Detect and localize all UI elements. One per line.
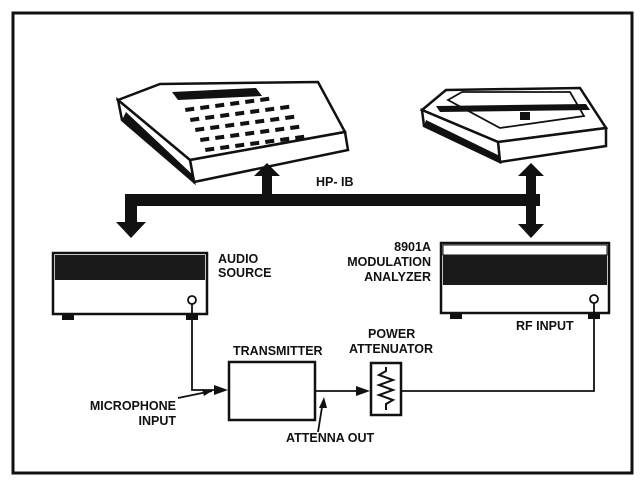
power-attenuator-label-line1: POWER bbox=[368, 327, 415, 341]
controller-calculator-icon bbox=[115, 80, 350, 186]
hpib-bus bbox=[116, 163, 544, 238]
rf-input-label: RF INPUT bbox=[516, 319, 574, 333]
transmitter-box bbox=[227, 360, 317, 422]
microphone-label-line2: INPUT bbox=[139, 414, 177, 428]
audio-source-label-line2: SOURCE bbox=[218, 266, 271, 280]
analyzer-label-line3: ANALYZER bbox=[364, 270, 431, 284]
audio-source-label-line1: AUDIO bbox=[218, 252, 259, 266]
microphone-label-line1: MICROPHONE bbox=[90, 399, 176, 413]
audio-source-instrument bbox=[51, 251, 209, 320]
rf-input-connector bbox=[589, 294, 599, 304]
analyzer-label-line2: MODULATION bbox=[347, 255, 431, 269]
plotter-icon bbox=[419, 86, 609, 165]
cable-arrowheads bbox=[202, 385, 370, 408]
analyzer-label-line1: 8901A bbox=[394, 240, 431, 254]
hpib-label: HP- IB bbox=[316, 175, 354, 189]
audio-output-connector bbox=[187, 295, 197, 305]
power-attenuator-label-line2: ATTENUATOR bbox=[349, 342, 433, 356]
diagram-frame bbox=[11, 11, 634, 475]
modulation-analyzer-instrument bbox=[439, 241, 611, 319]
attenna-out-label: ATTENNA OUT bbox=[286, 431, 375, 445]
resistor-icon bbox=[376, 367, 396, 410]
transmitter-label: TRANSMITTER bbox=[233, 344, 323, 358]
power-attenuator-box bbox=[369, 361, 403, 417]
